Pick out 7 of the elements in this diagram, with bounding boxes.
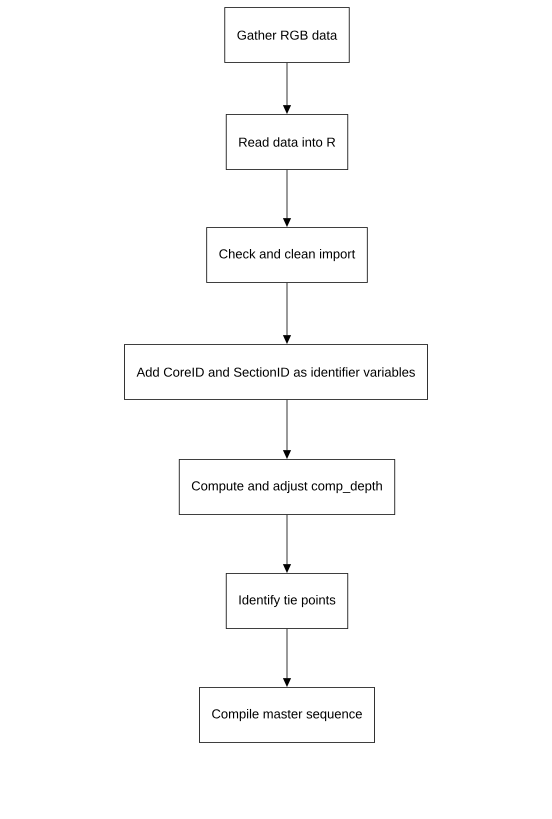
process-box: Read data into R [226, 114, 348, 170]
process-box: Compute and adjust comp_depth [178, 459, 396, 515]
process-box: Add CoreID and SectionID as identifier variables [124, 344, 428, 400]
process-box: Gather RGB data [224, 7, 350, 63]
process-box: Identify tie points [226, 573, 348, 629]
process-box: Check and clean import [206, 227, 368, 283]
process-box: Compile master sequence [199, 687, 375, 743]
